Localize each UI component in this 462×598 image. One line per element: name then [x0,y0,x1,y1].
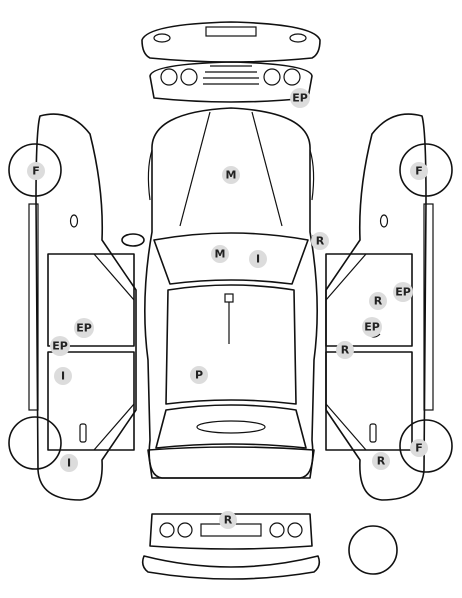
marker-front-left-wheel[interactable]: F [27,162,45,180]
marker-left-rear-wheel[interactable]: I [60,454,78,472]
marker-left-sill[interactable]: EP [50,336,70,356]
marker-roof[interactable]: P [190,366,208,384]
marker-right-door-front-c[interactable]: EP [362,317,382,337]
svg-text:R: R [224,514,233,527]
svg-text:EP: EP [292,92,308,105]
marker-windshield-right[interactable]: I [249,250,267,268]
car-left-side [8,113,137,501]
svg-text:F: F [32,165,40,178]
svg-text:I: I [67,457,71,470]
marker-front-bumper-top[interactable]: EP [290,88,310,108]
svg-text:EP: EP [52,340,68,353]
front-grille [149,61,313,103]
car-body-top [121,107,326,479]
svg-text:EP: EP [364,321,380,334]
car-right-side [325,113,453,501]
front-bumper [141,21,321,63]
svg-text:R: R [316,235,325,248]
marker-windshield-left[interactable]: M [211,245,229,263]
svg-text:R: R [341,344,350,357]
svg-text:R: R [377,455,386,468]
rear-bumper [141,513,321,580]
svg-text:R: R [374,295,383,308]
marker-right-rear-quarter[interactable]: R [372,452,390,470]
marker-left-door-front[interactable]: EP [74,318,94,338]
marker-right-mirror[interactable]: R [311,232,329,250]
marker-right-door-front-b[interactable]: EP [393,282,413,302]
svg-text:EP: EP [76,322,92,335]
svg-text:M: M [226,169,237,182]
svg-text:F: F [415,165,423,178]
svg-text:I: I [256,253,260,266]
marker-left-door-rear[interactable]: I [54,367,72,385]
marker-right-pillar[interactable]: R [336,341,354,359]
marker-right-door-front-a[interactable]: R [369,292,387,310]
svg-text:I: I [61,370,65,383]
marker-hood[interactable]: M [222,166,240,184]
marker-rear-bumper[interactable]: R [219,511,237,529]
spare-wheel [348,525,398,575]
svg-text:EP: EP [395,286,411,299]
svg-text:F: F [415,442,423,455]
marker-front-right-wheel[interactable]: F [410,162,428,180]
marker-rear-right-wheel[interactable]: F [410,439,428,457]
svg-text:M: M [215,248,226,261]
damage-markers: F F F M M I R EP EP EP I I P R EP EP R R… [27,88,428,529]
svg-text:P: P [195,369,203,382]
